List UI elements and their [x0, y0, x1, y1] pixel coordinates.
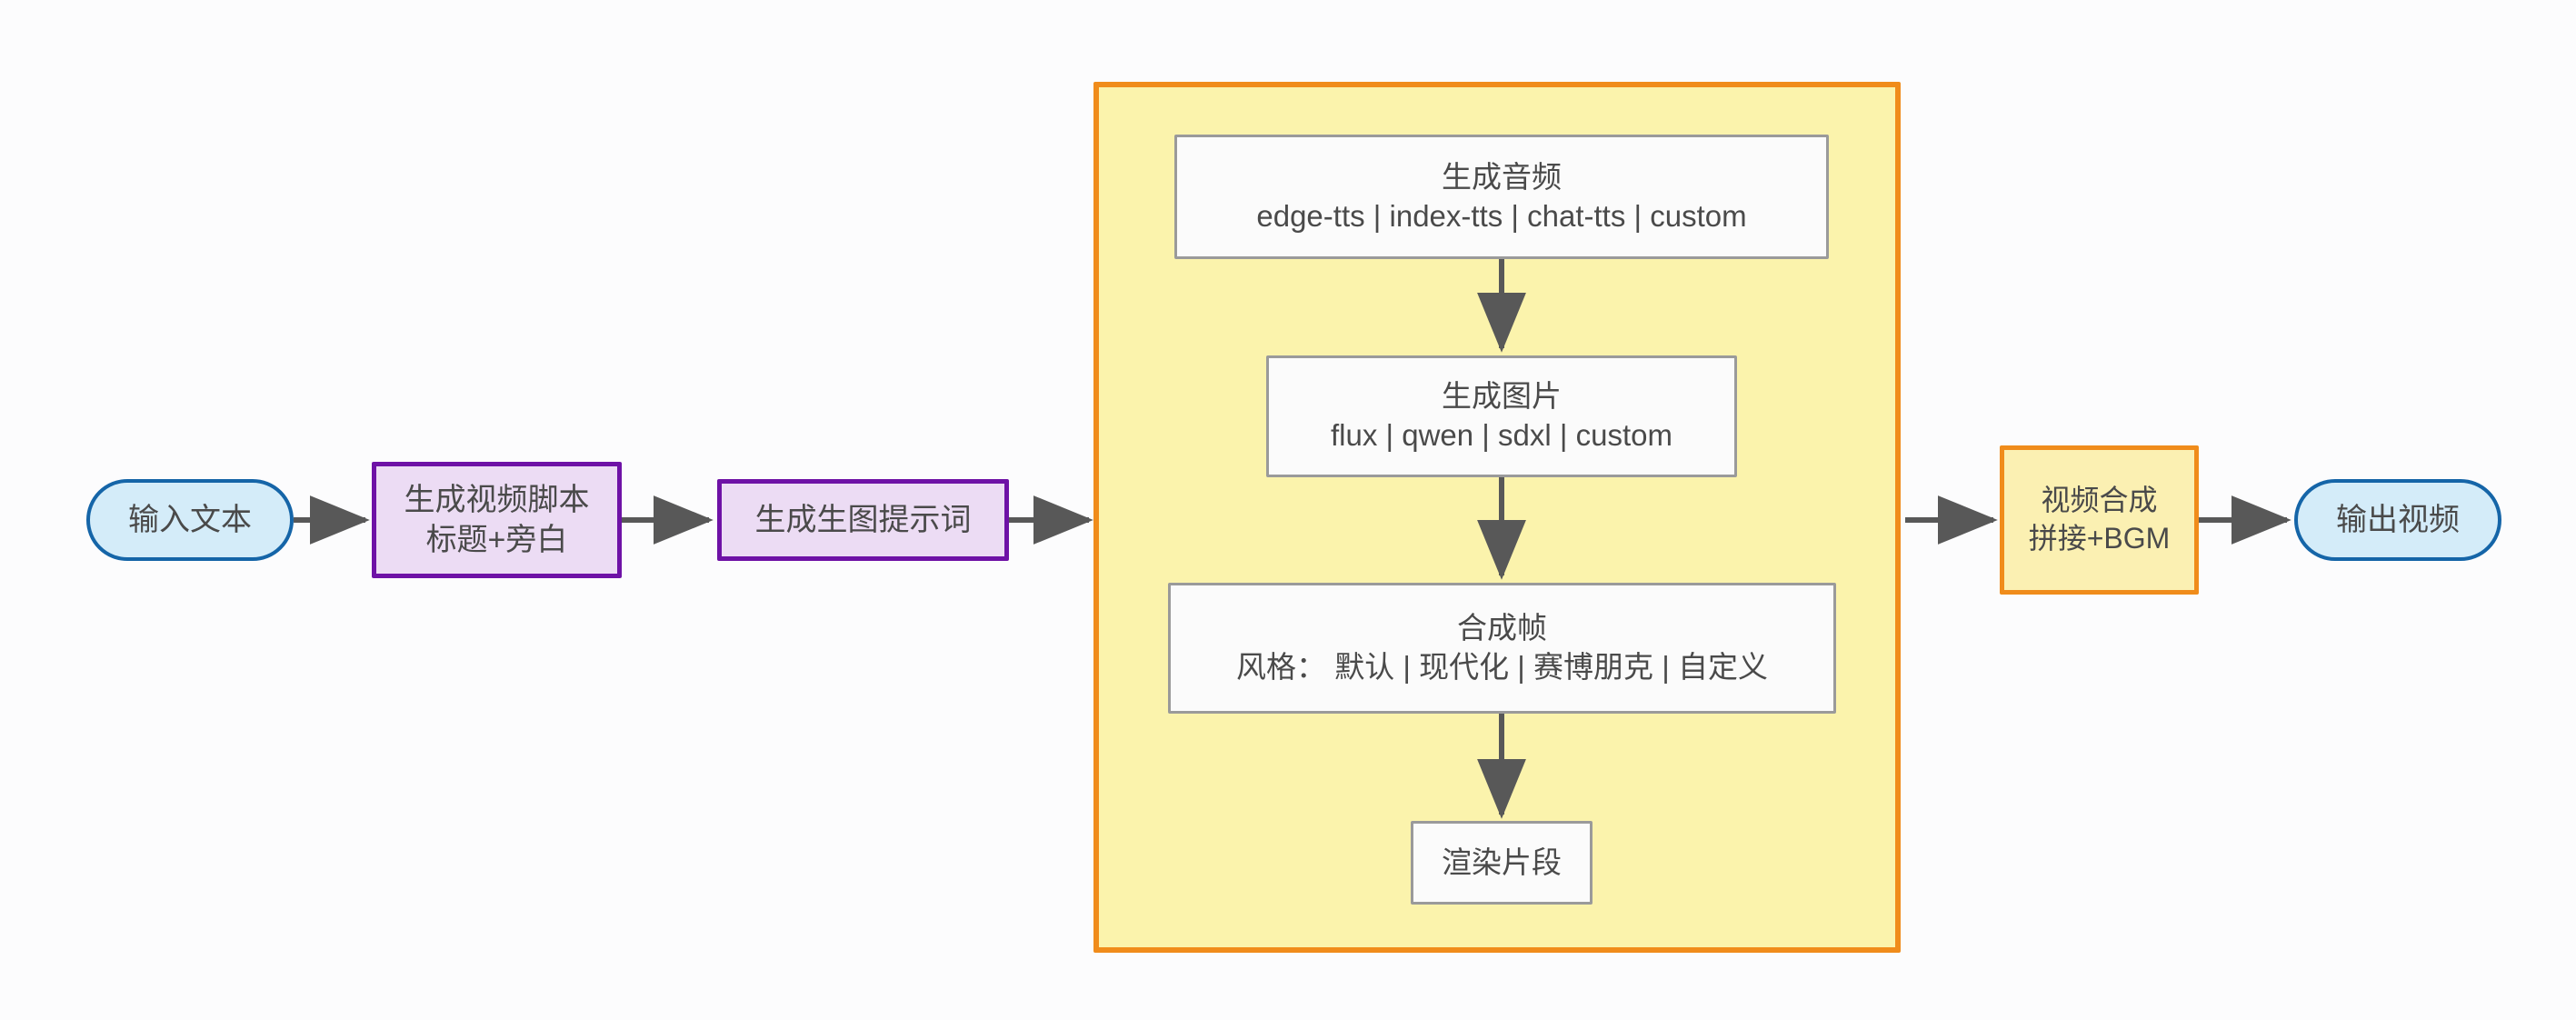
- node-video-merge[interactable]: 视频合成 拼接+BGM: [2000, 445, 2199, 595]
- node-output-video-label: 输出视频: [2336, 502, 2460, 537]
- node-video-merge-line2: 拼接+BGM: [2028, 522, 2171, 555]
- node-generate-prompt-label: 生成生图提示词: [754, 502, 972, 537]
- node-render-clip[interactable]: 渲染片段: [1411, 821, 1593, 905]
- node-generate-image[interactable]: 生成图片 flux | qwen | sdxl | custom: [1266, 355, 1737, 477]
- node-compose-frame-line2: 风格： 默认 | 现代化 | 赛博朋克 | 自定义: [1236, 650, 1768, 684]
- node-input-text-label: 输入文本: [128, 502, 252, 537]
- node-generate-script-line1: 生成视频脚本: [404, 482, 590, 517]
- node-generate-audio-line2: edge-tts | index-tts | chat-tts | custom: [1256, 198, 1747, 233]
- node-generate-image-line2: flux | qwen | sdxl | custom: [1330, 418, 1673, 452]
- node-generate-script-line2: 标题+旁白: [425, 523, 568, 557]
- node-generate-prompt[interactable]: 生成生图提示词: [717, 479, 1009, 561]
- node-render-clip-label: 渲染片段: [1442, 845, 1562, 879]
- node-compose-frame[interactable]: 合成帧 风格： 默认 | 现代化 | 赛博朋克 | 自定义: [1168, 583, 1836, 714]
- node-compose-frame-line1: 合成帧: [1457, 611, 1547, 645]
- node-generate-audio-line1: 生成音频: [1442, 159, 1562, 194]
- node-video-merge-line1: 视频合成: [2041, 484, 2158, 517]
- node-generate-image-line1: 生成图片: [1442, 379, 1562, 414]
- node-generate-audio[interactable]: 生成音频 edge-tts | index-tts | chat-tts | c…: [1174, 135, 1829, 259]
- node-output-video[interactable]: 输出视频: [2294, 479, 2501, 561]
- node-generate-script[interactable]: 生成视频脚本 标题+旁白: [372, 462, 622, 578]
- node-input-text[interactable]: 输入文本: [86, 479, 294, 561]
